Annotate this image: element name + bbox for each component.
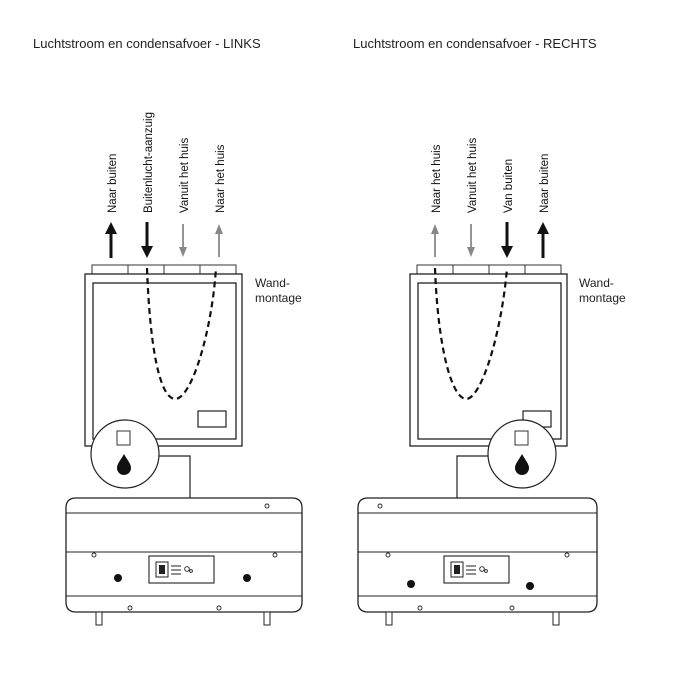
left-port-label-3: Vanuit het huis [179,138,191,213]
left-water-drop-icon [117,454,131,475]
right-wall-label-2: montage [579,291,626,305]
right-port-label-3: Van buiten [503,159,515,213]
left-unit-housing [84,273,243,447]
right-lower-unit [357,497,598,626]
right-diagram: Luchtstroom en condensafvoer - RECHTS Na… [353,36,626,626]
left-port-label-2: Buitenlucht-aanzuig [143,112,155,213]
left-diagram: Luchtstroom en condensafvoer - LINKS Naa… [33,36,303,626]
left-port-label-4: Naar het huis [215,144,227,213]
left-airflow-curve [145,267,218,401]
right-port-label-4: Naar buiten [539,154,551,213]
right-water-drop-icon [515,454,529,475]
right-port-label-2: Vanuit het huis [467,138,479,213]
left-arrow-down-dark-icon [141,222,153,258]
right-arrow-down-grey-icon [467,224,475,257]
left-port-collars [91,264,237,275]
right-port-label-1: Naar het huis [431,144,443,213]
right-airflow-curve [433,267,509,401]
left-wall-label-1: Wand- [255,276,290,290]
left-display-panel [197,410,227,428]
left-wall-label-2: montage [255,291,302,305]
left-arrow-up-grey-icon [215,224,223,257]
right-arrow-up-grey-icon [431,224,439,257]
left-lower-unit [65,497,303,626]
left-arrow-down-grey-icon [179,224,187,257]
right-condensate-detail [487,419,557,489]
left-control-panel [148,555,215,584]
left-drain-pipe [159,455,191,500]
left-title: Luchtstroom en condensafvoer - LINKS [33,36,261,51]
right-port-collars [416,264,562,275]
left-port-label-1: Naar buiten [107,154,119,213]
right-arrow-down-dark-icon [501,222,513,258]
left-arrow-up-dark-icon [105,222,117,258]
right-wall-label-1: Wand- [579,276,614,290]
left-condensate-detail [90,419,160,489]
right-title: Luchtstroom en condensafvoer - RECHTS [353,36,597,51]
right-arrow-up-dark-icon [537,222,549,258]
right-drain-pipe [456,455,488,500]
